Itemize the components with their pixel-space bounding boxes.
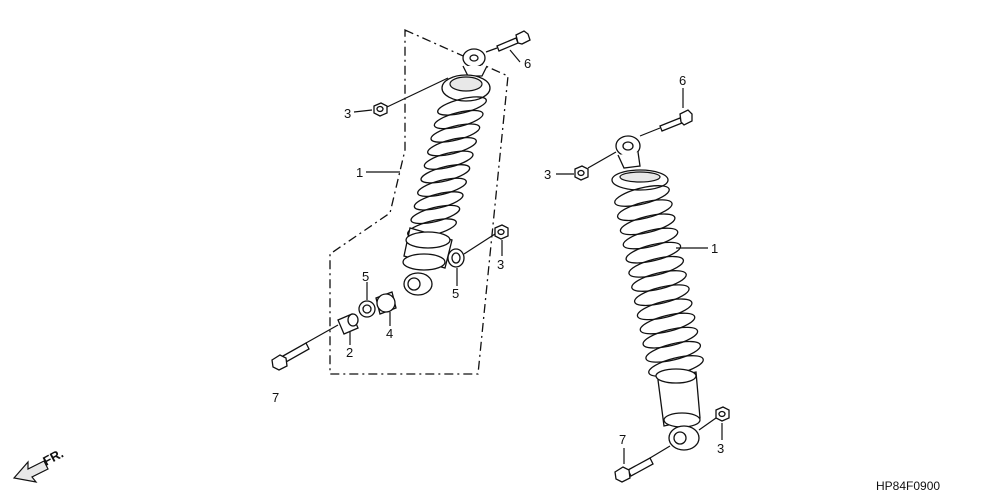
spring-coil — [413, 191, 464, 211]
right-top-nut — [574, 151, 617, 181]
callout-right-bolt: 7 — [619, 432, 626, 447]
spring-coil — [616, 199, 673, 222]
callout-left-shock: 1 — [356, 165, 363, 180]
collar — [337, 313, 359, 335]
callout-bushing: 4 — [386, 326, 393, 341]
left-bottom-nut — [463, 224, 509, 255]
spring-coil — [636, 298, 693, 321]
seal-right — [447, 248, 465, 268]
callout-right-bottom-nut: 3 — [717, 441, 724, 456]
spring-coil — [614, 185, 670, 207]
spring-coil — [423, 150, 474, 170]
spring-coil — [430, 123, 481, 143]
callout-seal-right: 5 — [452, 286, 459, 301]
spring-coil — [622, 227, 679, 250]
spring-coil — [420, 164, 471, 184]
leader-left-top-nut — [353, 109, 373, 113]
right-bottom-nut — [698, 406, 730, 431]
spring-coil — [631, 270, 687, 292]
leader-left-top-bolt — [509, 49, 521, 63]
spring-coil — [645, 340, 702, 363]
callout-left-bolt: 7 — [272, 390, 279, 405]
spring-coil — [437, 96, 487, 116]
spring-coil — [625, 241, 682, 264]
callout-collar: 2 — [346, 345, 353, 360]
diagram-code: HP84F0900 — [876, 479, 940, 493]
callout-right-top-bolt: 6 — [679, 73, 686, 88]
callout-left-top-nut: 3 — [344, 106, 351, 121]
callout-right-shock: 1 — [711, 241, 718, 256]
right-top-bolt — [639, 109, 693, 137]
spring-coil — [417, 177, 467, 198]
spring-coil — [433, 109, 484, 130]
callout-seal-left: 5 — [362, 269, 369, 284]
front-direction-arrow: FR. — [12, 446, 66, 483]
spring-coil — [628, 255, 685, 278]
left-top-bolt — [485, 30, 531, 53]
seal-left — [358, 300, 376, 318]
spring-coil — [639, 312, 696, 335]
spring-coil — [642, 326, 699, 349]
callout-left-top-bolt: 6 — [524, 56, 531, 71]
spring-coil — [410, 204, 461, 225]
spring-coil — [633, 284, 690, 307]
left-top-nut — [373, 77, 449, 117]
assembly-group-outline — [329, 28, 509, 375]
spring-coil — [427, 136, 477, 157]
left-shock-absorber — [402, 48, 491, 296]
left-bolt — [271, 324, 339, 371]
callout-right-top-nut: 3 — [544, 167, 551, 182]
callout-left-bottom-nut: 3 — [497, 257, 504, 272]
spring-coil — [619, 213, 676, 236]
right-shock-absorber — [611, 135, 704, 451]
direction-arrow-icon — [12, 460, 49, 483]
bushing — [375, 291, 397, 315]
right-bolt — [614, 445, 671, 483]
